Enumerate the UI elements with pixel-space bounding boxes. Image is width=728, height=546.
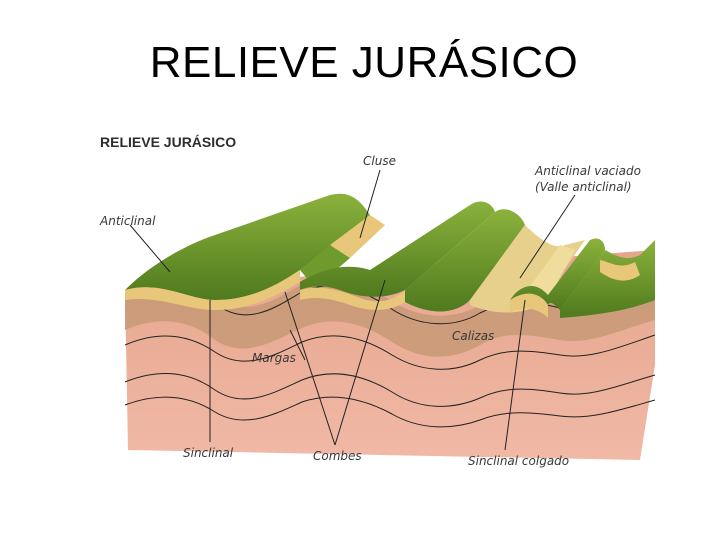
label-sinclinal: Sinclinal	[183, 446, 234, 460]
leader-cluse	[359, 169, 381, 239]
leader-anticlinal-vaciado	[519, 194, 576, 279]
label-calizas: Calizas	[452, 329, 494, 343]
leader-lines	[129, 169, 576, 451]
leader-margas	[289, 329, 306, 361]
leader-sinclinal-colgado	[504, 299, 526, 451]
label-anticlinal: Anticlinal	[99, 214, 156, 228]
label-anticlinal-vaciado-2: (Valle anticlinal)	[535, 180, 632, 194]
label-sinclinal-colgado: Sinclinal colgado	[468, 454, 569, 468]
label-margas: Margas	[252, 351, 296, 365]
figure-title: RELIEVE JURÁSICO	[100, 134, 237, 150]
leader-combes-1	[284, 291, 336, 446]
label-combes: Combes	[313, 449, 362, 463]
label-cluse: Cluse	[363, 154, 396, 168]
leader-combes-2	[334, 279, 386, 446]
label-anticlinal-vaciado-1: Anticlinal vaciado	[534, 164, 641, 178]
relief-surface	[125, 193, 655, 318]
leader-anticlinal	[129, 224, 171, 273]
slide-title: RELIEVE JURÁSICO	[149, 38, 579, 87]
